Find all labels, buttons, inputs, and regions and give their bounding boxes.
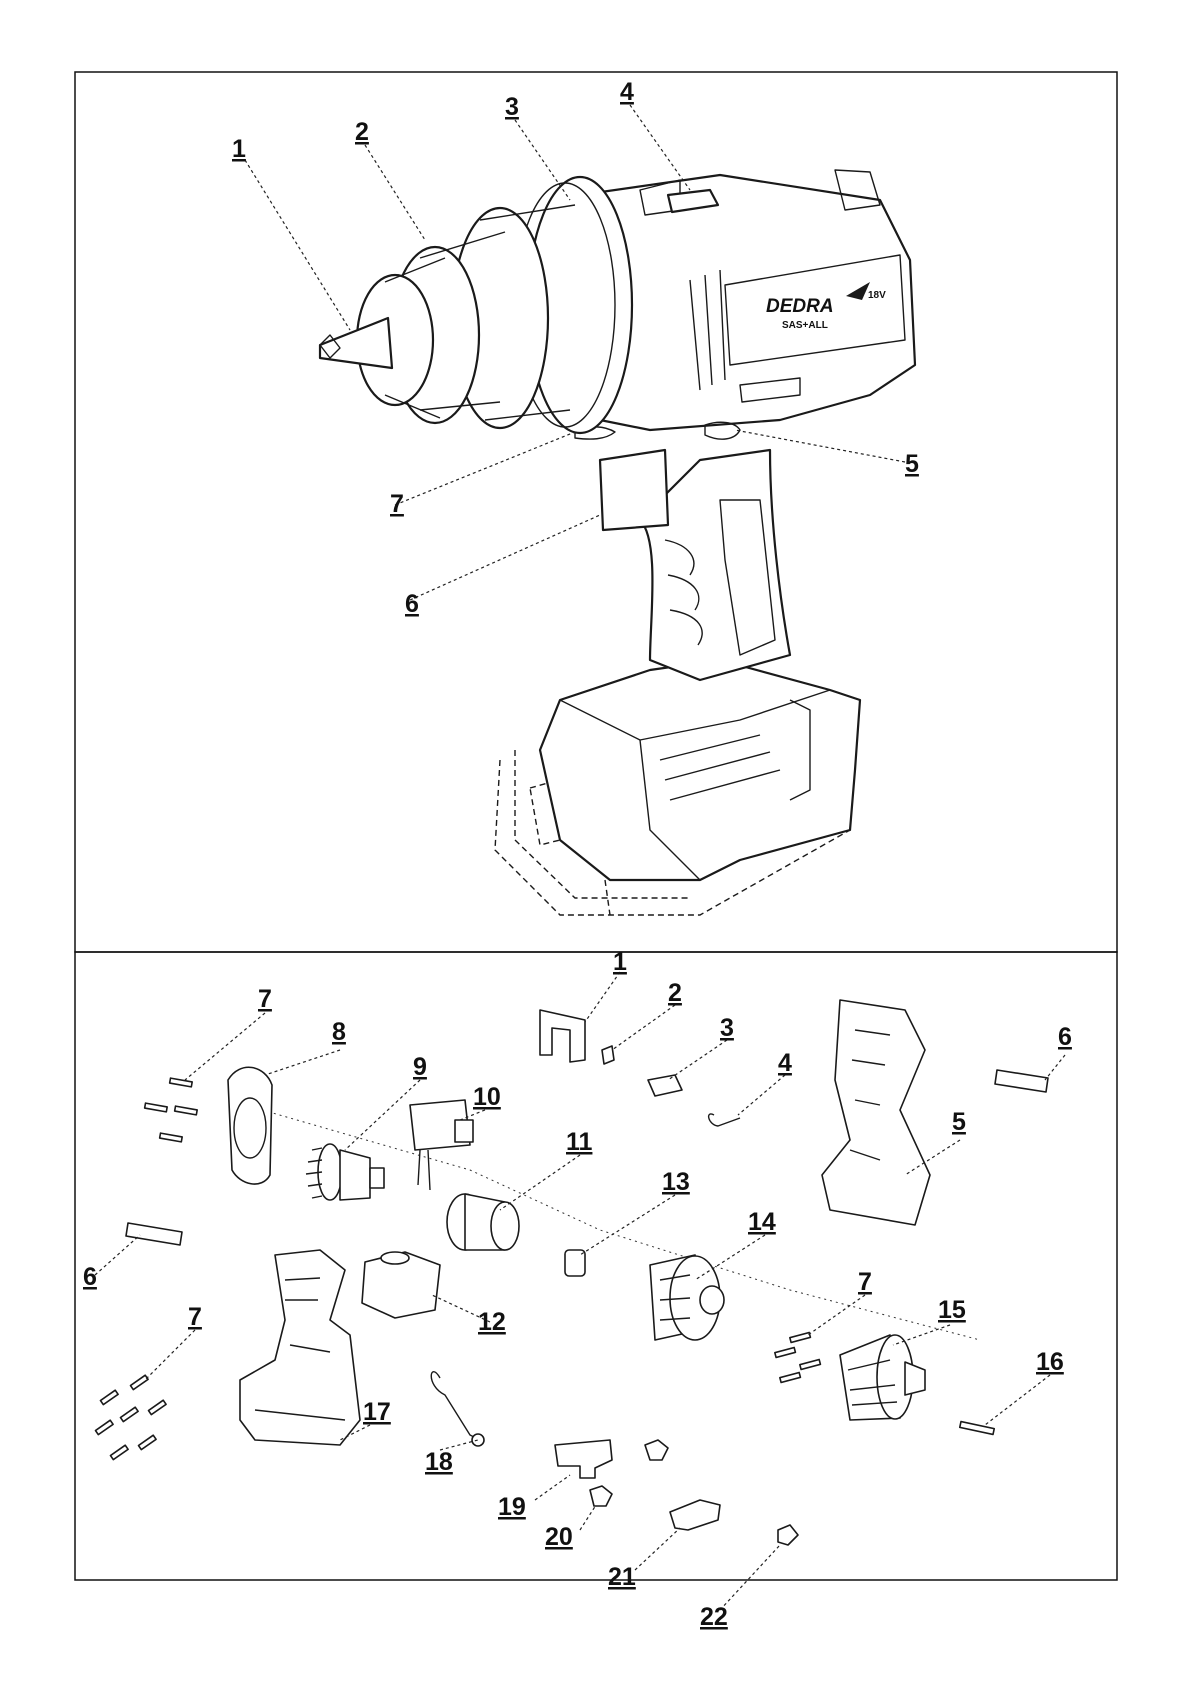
part-14-gearbox bbox=[650, 1255, 724, 1340]
part-9-motor bbox=[306, 1144, 384, 1200]
callout-bottom-20: 20 bbox=[545, 1523, 573, 1551]
callout-top-5: 5 bbox=[905, 450, 919, 478]
callout-bottom-17: 17 bbox=[363, 1398, 391, 1426]
part-2-screw bbox=[602, 1046, 614, 1064]
part-21-plate bbox=[670, 1500, 720, 1530]
screws-group-a bbox=[145, 1078, 198, 1142]
callout-bottom-7-top: 7 bbox=[258, 985, 272, 1013]
callout-bottom-21: 21 bbox=[608, 1563, 636, 1591]
part-10-switch bbox=[410, 1100, 473, 1190]
callout-bottom-11: 11 bbox=[566, 1128, 593, 1156]
callout-bottom-4: 4 bbox=[778, 1049, 792, 1077]
nut-icon bbox=[645, 1440, 668, 1460]
screws-group-b bbox=[775, 1332, 821, 1382]
callout-top-3: 3 bbox=[505, 93, 519, 121]
part-6-label-left bbox=[126, 1223, 182, 1245]
callout-bottom-6-left: 6 bbox=[83, 1263, 97, 1291]
callout-bottom-6-right: 6 bbox=[1058, 1023, 1072, 1051]
callout-bottom-8: 8 bbox=[332, 1018, 346, 1046]
callout-bottom-15: 15 bbox=[938, 1296, 966, 1324]
part-20-nut bbox=[590, 1486, 612, 1506]
callout-bottom-16: 16 bbox=[1036, 1348, 1064, 1376]
voltage-badge: 18V bbox=[868, 290, 886, 301]
part-3-button bbox=[648, 1075, 682, 1096]
part-22-fitting bbox=[778, 1525, 798, 1545]
callout-bottom-14: 14 bbox=[748, 1208, 776, 1236]
part-16-screw bbox=[960, 1422, 995, 1435]
parts bbox=[95, 1000, 1048, 1545]
part-19-bracket bbox=[555, 1440, 612, 1478]
callout-bottom-9: 9 bbox=[413, 1053, 427, 1081]
parts-view-frame bbox=[75, 952, 1117, 1580]
callout-top-2: 2 bbox=[355, 118, 369, 146]
callout-bottom-5: 5 bbox=[952, 1108, 966, 1136]
callout-bottom-3: 3 bbox=[720, 1014, 734, 1042]
callout-bottom-12: 12 bbox=[478, 1308, 506, 1336]
callout-top-4: 4 bbox=[620, 78, 634, 106]
callout-bottom-19: 19 bbox=[498, 1493, 526, 1521]
brand-logo: DEDRA bbox=[766, 296, 834, 317]
callout-bottom-2: 2 bbox=[668, 979, 682, 1007]
callout-bottom-10: 10 bbox=[473, 1083, 501, 1111]
trigger bbox=[600, 450, 668, 530]
assembled-drill: DEDRA 18V SAS+ALL bbox=[320, 170, 915, 915]
callout-top-1: 1 bbox=[232, 135, 246, 163]
chuck-nose bbox=[320, 318, 392, 368]
part-6-label-right bbox=[995, 1070, 1048, 1092]
callout-bottom-22: 22 bbox=[700, 1603, 728, 1631]
part-17-housing-half bbox=[240, 1250, 360, 1445]
part-1-clip bbox=[540, 1010, 585, 1062]
part-15-chuck bbox=[840, 1335, 925, 1420]
callout-top-7: 7 bbox=[390, 490, 404, 518]
callout-bottom-13: 13 bbox=[662, 1168, 690, 1196]
callout-top-6: 6 bbox=[405, 590, 419, 618]
part-4-spring bbox=[709, 1114, 740, 1126]
screws-group-c bbox=[95, 1375, 166, 1459]
part-11-ring bbox=[447, 1194, 519, 1250]
bottom-leaders bbox=[95, 972, 1065, 1610]
part-18-strap bbox=[431, 1372, 480, 1440]
callout-bottom-7-mid: 7 bbox=[858, 1268, 872, 1296]
callout-bottom-18: 18 bbox=[425, 1448, 453, 1476]
callout-bottom-1: 1 bbox=[613, 948, 627, 976]
callout-bottom-7-left: 7 bbox=[188, 1303, 202, 1331]
part-5-housing-half bbox=[822, 1000, 930, 1225]
system-badge: SAS+ALL bbox=[782, 320, 828, 331]
